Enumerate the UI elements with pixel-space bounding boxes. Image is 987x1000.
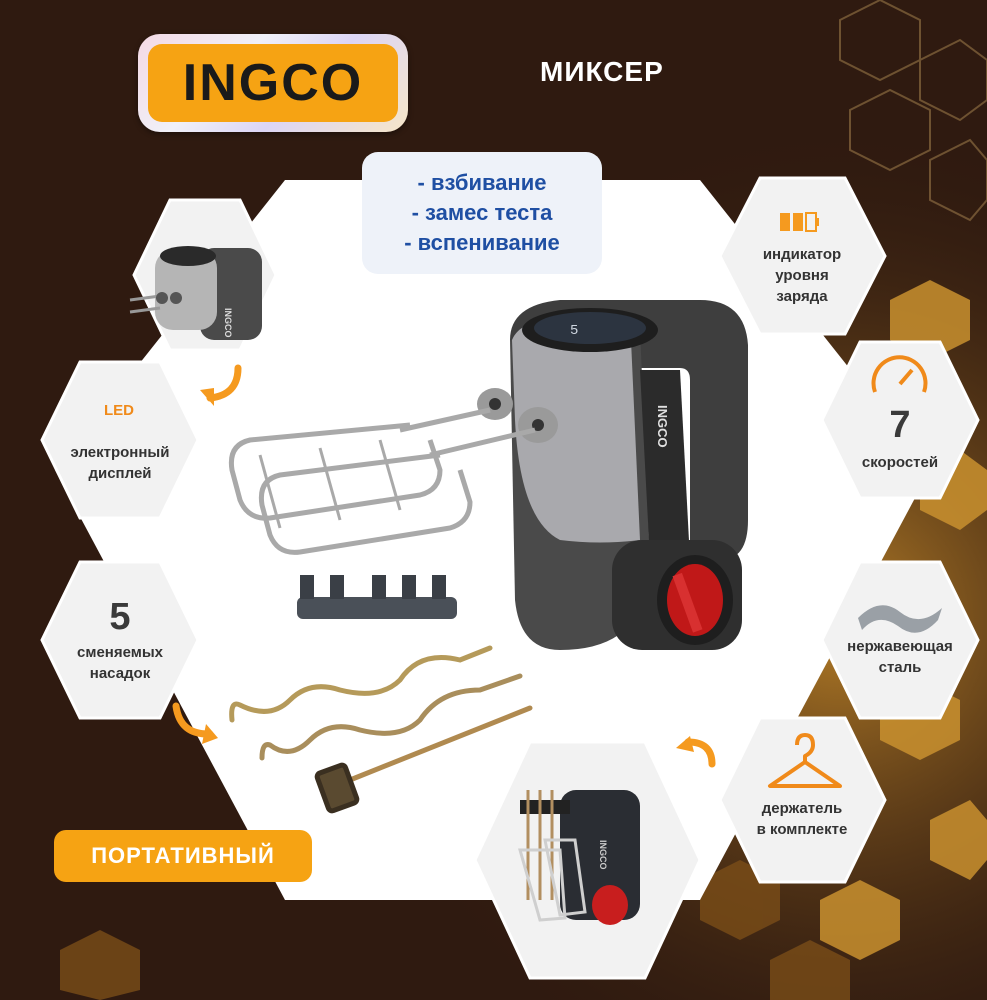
steel-feature-label: нержавеющая сталь bbox=[830, 636, 970, 678]
holder-comb-image bbox=[297, 575, 457, 619]
use-item: - замес теста bbox=[411, 200, 553, 225]
attachments-label-line: насадок bbox=[89, 665, 151, 682]
svg-text:5: 5 bbox=[570, 323, 578, 339]
hex-speeds bbox=[820, 340, 980, 500]
brand-logo-plate: INGCO bbox=[148, 44, 398, 122]
product-title: МИКСЕР bbox=[540, 56, 664, 87]
mixer-in-holder-image: INGCO bbox=[518, 790, 640, 925]
hex-display bbox=[40, 360, 200, 520]
battery-feature-label: индикатор уровня заряда bbox=[740, 244, 864, 307]
brand-logo: INGCO bbox=[138, 34, 408, 132]
display-label-line: дисплей bbox=[88, 465, 152, 482]
steel-label-line: сталь bbox=[878, 659, 922, 676]
hex-holder bbox=[718, 716, 887, 884]
attachments-feature-label: сменяемых насадок bbox=[58, 642, 182, 684]
dough-hooks-image bbox=[229, 645, 533, 814]
use-item: - взбивание bbox=[417, 170, 547, 195]
holder-feature-label: держатель в комплекте bbox=[740, 798, 864, 840]
steel-wave-icon bbox=[858, 605, 942, 633]
mixer-thumbnail-top: INGCO bbox=[129, 246, 262, 340]
hex-attachments bbox=[40, 560, 200, 720]
hex-battery bbox=[718, 176, 887, 336]
holder-label-line: держатель bbox=[761, 800, 843, 817]
hanger-icon bbox=[768, 733, 842, 788]
display-feature-label: электронный дисплей bbox=[58, 442, 182, 484]
holder-label-line: в комплекте bbox=[756, 821, 848, 838]
uses-box: - взбивание - замес теста - вспенивание bbox=[362, 152, 602, 274]
battery-icon bbox=[780, 212, 819, 232]
svg-text:INGCO: INGCO bbox=[655, 405, 670, 448]
steel-label-line: нержавеющая bbox=[847, 638, 953, 655]
speedometer-icon bbox=[871, 355, 928, 393]
battery-label-line: заряда bbox=[776, 288, 828, 305]
brand-logo-text: INGCO bbox=[182, 54, 364, 112]
speeds-number: 7 bbox=[889, 404, 911, 446]
main-mixer-image: 5 INGCO bbox=[477, 300, 748, 650]
battery-label-line: индикатор bbox=[762, 246, 842, 263]
hex-steel bbox=[820, 560, 980, 720]
led-badge: LED bbox=[104, 402, 134, 419]
attachments-label-line: сменяемых bbox=[77, 644, 163, 661]
svg-text:INGCO: INGCO bbox=[223, 308, 233, 338]
portable-badge: ПОРТАТИВНЫЙ bbox=[54, 830, 312, 882]
battery-label-line: уровня bbox=[775, 267, 829, 284]
speeds-label: скоростей bbox=[861, 454, 939, 471]
display-label-line: электронный bbox=[70, 444, 170, 461]
use-item: - вспенивание bbox=[404, 230, 560, 255]
beaters-image bbox=[228, 407, 536, 555]
attachments-number: 5 bbox=[109, 596, 131, 638]
svg-text:INGCO: INGCO bbox=[598, 840, 608, 870]
